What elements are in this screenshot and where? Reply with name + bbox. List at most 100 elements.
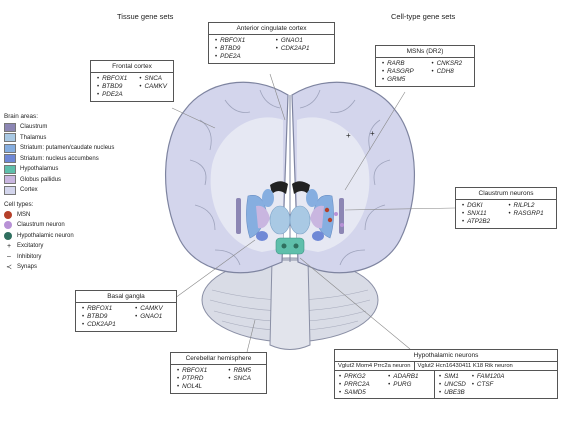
legend-item: Claustrum neuron	[4, 220, 164, 231]
hypothalamic-neurons-box: Hypothalamic neurons Vglut2 Mom4 Prrc2a …	[334, 349, 558, 399]
gene-item: SIM1	[439, 373, 466, 380]
legend-swatch	[4, 185, 16, 195]
thalamus-left	[269, 205, 291, 235]
legend-item: –Inhibitory	[4, 252, 164, 263]
gene-item: RARB	[382, 60, 422, 67]
legend-label: Inhibitory	[17, 253, 42, 260]
gene-item: PTPRD	[177, 375, 218, 382]
gene-item: CAMKV	[139, 83, 169, 90]
legend-item: Claustrum	[4, 122, 164, 133]
gene-item: UBE3B	[439, 389, 466, 396]
symbol-glyph: +	[6, 242, 12, 250]
cell-types-title: Cell types:	[4, 200, 34, 208]
legend-label: Striatum: nucleus accumbens	[20, 155, 99, 162]
gene-list-right: SIM1FAM120AUNC5DCTSFUBE3B	[435, 371, 507, 398]
gene-item: FAM120A	[472, 373, 505, 380]
box-title: MSNs (DR2)	[376, 46, 474, 58]
legend-swatch	[4, 164, 16, 174]
gene-item: BTBD9	[215, 45, 266, 52]
legend-label: Cortex	[20, 187, 38, 194]
gene-item: UNC5D	[439, 381, 466, 388]
gene-item: PDE2A	[97, 91, 129, 98]
box-title: Basal gangla	[76, 291, 176, 303]
gene-item: CDH8	[432, 68, 470, 75]
gene-item: RBFOX1	[215, 37, 266, 44]
gene-item: RILPL2	[508, 202, 552, 209]
gene-item: ATP2B2	[462, 218, 498, 225]
gene-item: GNAO1	[135, 313, 172, 320]
legend-item: Striatum: putamen/caudate nucleus	[4, 143, 164, 154]
box-title: Claustrum neurons	[456, 188, 556, 200]
hypothalamus	[275, 237, 305, 255]
brainstem	[269, 259, 311, 350]
gene-item: PURG	[388, 381, 431, 388]
gene-item: GNAO1	[276, 37, 330, 44]
subtype-gene-columns: PRKG2ADARB1PRRC2APURGSAMD5 SIM1FAM120AUN…	[335, 371, 557, 398]
legend-item: ≺ Synaps	[4, 262, 164, 273]
gene-list: RBFOX1RBM5PTPRDSNCANOL4L	[171, 365, 266, 393]
legend-label: Excitatory	[17, 243, 44, 250]
gene-item: ADARB1	[388, 373, 431, 380]
legend-label: Synaps	[17, 264, 38, 271]
gene-item: GRM5	[382, 76, 422, 83]
gene-list: RBFOX1SNCABTBD9CAMKVPDE2A	[91, 73, 173, 101]
claustrum-neurons-box: Claustrum neurons DGKIRILPL2SNX11RASGRP1…	[455, 187, 557, 229]
legend-label: Claustrum neuron	[17, 222, 65, 229]
gene-item: NOL4L	[177, 383, 218, 390]
excitatory-mark: +	[346, 131, 351, 140]
gene-item: BTBD9	[97, 83, 129, 90]
legend-item: Hypothalamus	[4, 164, 164, 175]
legend-label: Globus pallidus	[20, 176, 62, 183]
cell-type-gene-sets-header: Cell-type gene sets	[391, 12, 456, 21]
legend-item: Striatum: nucleus accumbens	[4, 154, 164, 165]
gene-item: RBM5	[228, 367, 262, 374]
gene-item: PDE2A	[215, 53, 266, 60]
legend-label: Thalamus	[20, 134, 47, 141]
cerebellar-box: Cerebellar hemisphere RBFOX1RBM5PTPRDSNC…	[170, 352, 267, 394]
subtype-right: Vglut2 Hcn16430411 K18 Rik neuron	[417, 363, 513, 369]
legend-item: MSN	[4, 210, 164, 221]
box-title: Frontal cortex	[91, 61, 173, 73]
msns-box: MSNs (DR2) RARBCNKSR2RASGRPCDH8GRM5	[375, 45, 475, 87]
anterior-cingulate-box: Anterior cingulate cortex RBFOX1GNAO1BTB…	[208, 22, 335, 64]
excitatory-mark: +	[370, 129, 375, 138]
frontal-cortex-box: Frontal cortex RBFOX1SNCABTBD9CAMKVPDE2A	[90, 60, 174, 102]
gene-item: PRRC2A	[339, 381, 382, 388]
thalamus-right	[289, 205, 311, 235]
gene-list: DGKIRILPL2SNX11RASGRP1ATP2B2	[456, 200, 556, 228]
symbol-glyph: –	[7, 253, 11, 261]
gene-item: RASGRP	[382, 68, 422, 75]
cell-type-dot	[4, 210, 12, 219]
gene-item: RBFOX1	[82, 305, 125, 312]
subtype-left: Vglut2 Mom4 Prrc2a neuron	[335, 362, 415, 370]
gene-list: RBFOX1 GNAO1BTBD9 CDK2AP1PDE2A	[209, 35, 334, 63]
gene-list: RARBCNKSR2RASGRPCDH8GRM5	[376, 58, 474, 86]
legend-item: + Excitatory	[4, 241, 164, 252]
gene-item: RASGRP1	[508, 210, 552, 217]
gene-item: CAMKV	[135, 305, 172, 312]
gene-item: SNCA	[228, 375, 262, 382]
box-title: Hypothalamic neurons	[335, 350, 557, 362]
gene-item: BTBD9	[82, 313, 125, 320]
cell-type-dot	[4, 231, 12, 240]
legend-item: Globus pallidus	[4, 175, 164, 186]
legend-swatch	[4, 133, 16, 143]
gene-list: RBFOX1CAMKVBTBD9GNAO1CDK2AP1	[76, 303, 176, 331]
box-title: Cerebellar hemisphere	[171, 353, 266, 365]
legend-label: Claustrum	[20, 124, 48, 131]
gene-item: DGKI	[462, 202, 498, 209]
cell-type-dot	[4, 221, 12, 230]
symbols-list: +Excitatory–Inhibitory≺Synaps	[4, 241, 164, 273]
legend-label: MSN	[17, 211, 31, 218]
gene-item: SAMD5	[339, 389, 382, 396]
legend-item: Cortex	[4, 185, 164, 196]
symbol-glyph: ≺	[6, 264, 12, 272]
legend-swatch	[4, 175, 16, 185]
legend-label: Hypothalamic neuron	[17, 232, 74, 239]
tissue-gene-sets-header: Tissue gene sets	[117, 12, 174, 21]
gene-item: CDK2AP1	[276, 45, 330, 52]
subtype-headers: Vglut2 Mom4 Prrc2a neuron Vglut2 Hcn1643…	[335, 362, 557, 371]
